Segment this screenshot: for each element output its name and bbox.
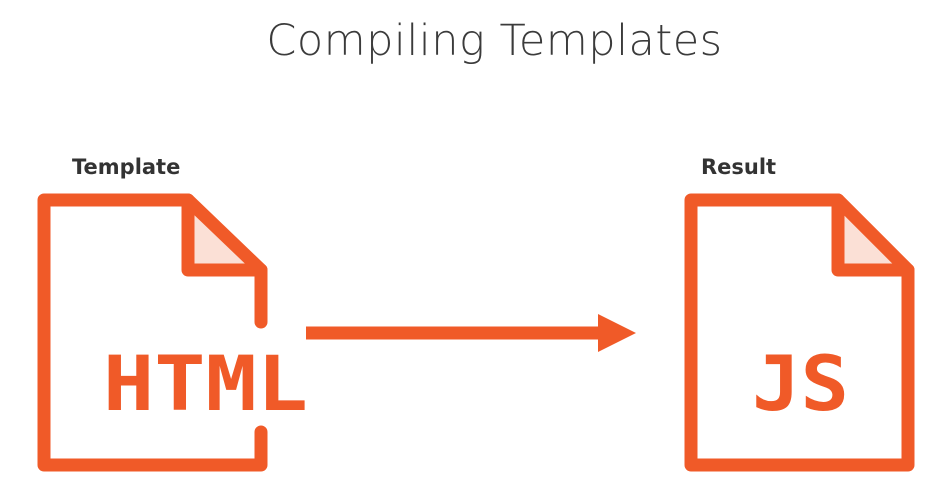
js-file-outline: [684, 193, 915, 472]
page-title: Compiling Templates: [266, 16, 723, 66]
html-file-text: HTML: [103, 339, 308, 428]
js-file-fold: [831, 193, 915, 277]
result-label: Result: [701, 155, 777, 179]
js-file-icon: JS: [684, 193, 915, 472]
arrow-head: [598, 314, 636, 352]
html-file-fold: [181, 193, 268, 277]
template-label: Template: [72, 155, 181, 179]
arrow-right-icon: [306, 314, 636, 352]
js-file-text: JS: [752, 339, 849, 428]
html-file-icon: HTML: [37, 193, 308, 472]
